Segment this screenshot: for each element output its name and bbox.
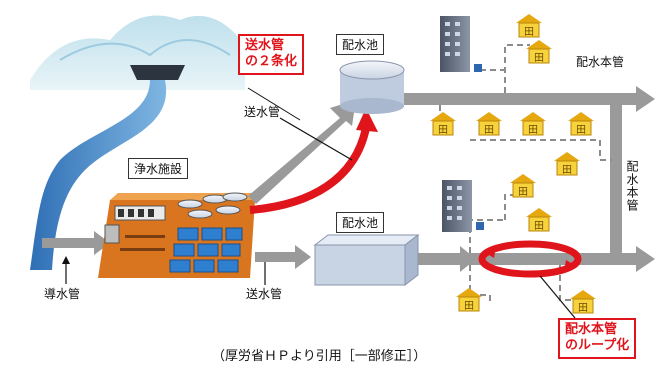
house-icon: 田 bbox=[510, 174, 536, 198]
svg-text:田: 田 bbox=[576, 125, 586, 136]
reservoir-bottom-label: 配水池 bbox=[336, 212, 385, 233]
reservoir-bottom bbox=[313, 233, 420, 287]
svg-text:田: 田 bbox=[484, 125, 494, 136]
svg-text:田: 田 bbox=[534, 221, 544, 232]
house-icon: 田 bbox=[520, 112, 546, 136]
transmission-pipe-lower bbox=[255, 245, 311, 285]
red-label-line2: の２条化 bbox=[245, 54, 298, 70]
transmission-pipe-upper-label: 送水管 bbox=[244, 105, 281, 119]
svg-text:田: 田 bbox=[524, 27, 534, 38]
svg-text:田: 田 bbox=[578, 303, 588, 314]
river bbox=[30, 80, 167, 270]
house-icon: 田 bbox=[568, 112, 594, 136]
house-icon: 田 bbox=[570, 290, 596, 314]
house-icon: 田 bbox=[476, 112, 502, 136]
svg-text:田: 田 bbox=[518, 187, 528, 198]
houses: 田田田田田田田田田田田 bbox=[430, 14, 596, 314]
main-pipe-top bbox=[404, 86, 655, 255]
transmission-pipe-duplicated bbox=[249, 127, 370, 214]
red-label-loop: 配水本管 のループ化 bbox=[558, 318, 637, 359]
main-pipe-bottom bbox=[418, 246, 655, 272]
transmission-pipe-upper bbox=[248, 100, 356, 204]
transmission-pipe-lower-label: 送水管 bbox=[246, 287, 283, 301]
treatment-plant-label: 浄水施設 bbox=[128, 158, 189, 179]
house-icon: 田 bbox=[456, 288, 482, 312]
svg-text:田: 田 bbox=[528, 125, 538, 136]
main-pipe-top-label: 配水本管 bbox=[576, 55, 625, 69]
svg-text:田: 田 bbox=[534, 53, 544, 64]
conveyance-pipe-label: 導水管 bbox=[44, 287, 81, 301]
svg-text:田: 田 bbox=[464, 301, 474, 312]
conveyance-pipe-arrow bbox=[42, 231, 110, 284]
red-label-loop-line1: 配水本管 bbox=[565, 322, 618, 337]
red-label-loop-line2: のループ化 bbox=[565, 338, 630, 354]
svg-text:田: 田 bbox=[562, 165, 572, 176]
house-icon: 田 bbox=[430, 112, 456, 136]
caption: （厚労省ＨＰより引用［一部修正］） bbox=[212, 349, 427, 364]
house-icon: 田 bbox=[516, 14, 542, 38]
house-icon: 田 bbox=[526, 208, 552, 232]
building-top bbox=[440, 16, 482, 72]
house-icon: 田 bbox=[554, 152, 580, 176]
red-label-line1: 送水管 bbox=[245, 38, 285, 53]
red-label-dual-transmission: 送水管 の２条化 bbox=[238, 34, 305, 75]
reservoir-top bbox=[339, 60, 405, 114]
reservoir-top-label: 配水池 bbox=[336, 34, 385, 55]
svg-text:田: 田 bbox=[438, 125, 448, 136]
building-bottom bbox=[442, 180, 484, 232]
mountain-dam bbox=[30, 15, 245, 90]
loop-ring bbox=[478, 240, 582, 278]
treatment-plant bbox=[98, 192, 262, 278]
house-icon: 田 bbox=[526, 40, 552, 64]
main-pipe-vertical-label: 配水本管 bbox=[625, 160, 639, 212]
